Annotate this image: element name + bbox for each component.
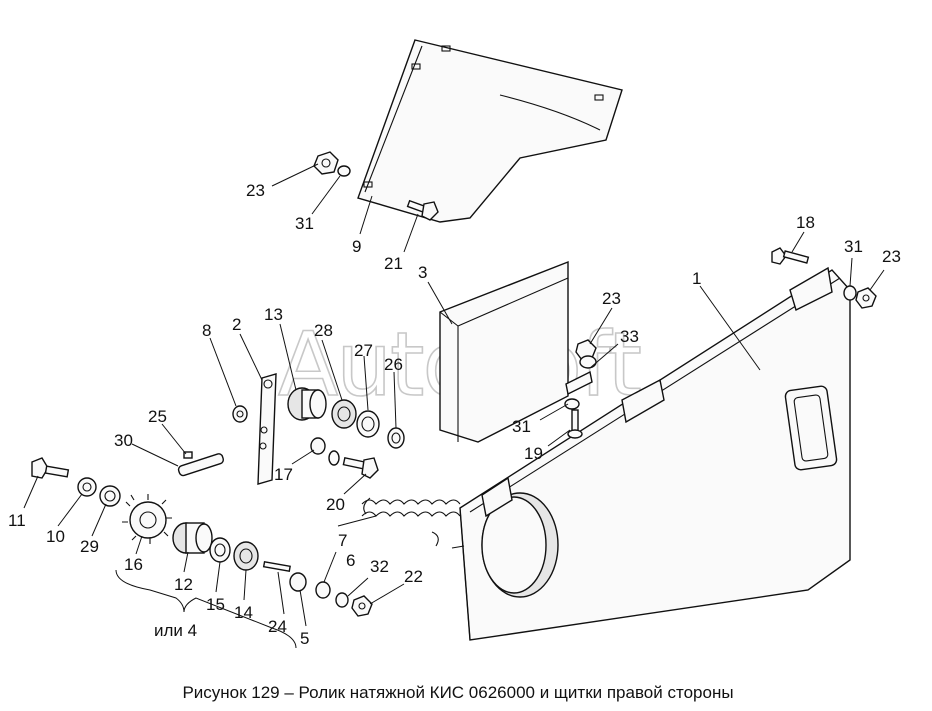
bearing-28 xyxy=(331,399,357,429)
callout-14: 14 xyxy=(234,603,253,622)
leader-lines xyxy=(23,163,885,627)
callout-7: 7 xyxy=(338,531,347,550)
callout-3: 3 xyxy=(418,263,427,282)
callout-19: 19 xyxy=(524,444,543,463)
bracket-plate-part xyxy=(439,260,569,443)
hub-12 xyxy=(172,522,213,554)
callout-9: 9 xyxy=(352,237,361,256)
washer-31-middle xyxy=(564,398,580,410)
callout-labels: 23 31 9 21 3 1 18 31 23 23 33 31 19 8 2 … xyxy=(8,181,901,648)
callout-15: 15 xyxy=(206,595,225,614)
callout-23-middle: 23 xyxy=(602,289,621,308)
callout-20: 20 xyxy=(326,495,345,514)
washer-6 xyxy=(315,581,331,599)
callout-11: 11 xyxy=(8,511,26,530)
bolt-19 xyxy=(567,409,583,439)
group-brace xyxy=(115,569,297,649)
callout-24: 24 xyxy=(268,617,287,636)
nut-22 xyxy=(351,595,373,617)
bolt-20 xyxy=(328,450,379,479)
lever-2 xyxy=(257,373,277,485)
callout-26: 26 xyxy=(384,355,403,374)
bolt-11 xyxy=(31,457,70,479)
callout-29: 29 xyxy=(80,537,99,556)
callout-32: 32 xyxy=(370,557,389,576)
callout-28: 28 xyxy=(314,321,333,340)
callout-6: 6 xyxy=(346,551,355,570)
callout-2: 2 xyxy=(232,315,241,334)
callout-12: 12 xyxy=(174,575,193,594)
bearing-14 xyxy=(233,541,259,571)
chain-30 xyxy=(177,453,225,477)
upper-shield-part xyxy=(357,39,623,223)
callout-31-right: 31 xyxy=(844,237,863,256)
callout-1: 1 xyxy=(692,269,701,288)
callout-10: 10 xyxy=(46,527,65,546)
ring-29 xyxy=(99,485,121,507)
spring-7 xyxy=(361,497,461,547)
washer-10 xyxy=(77,477,97,497)
sprocket-16 xyxy=(122,494,172,544)
ring-15 xyxy=(209,537,231,563)
nut-23-top xyxy=(313,151,339,175)
callout-22: 22 xyxy=(404,567,423,586)
callout-31-top: 31 xyxy=(295,214,314,233)
link-33 xyxy=(565,370,593,396)
washer-32 xyxy=(335,592,349,608)
callout-23-right: 23 xyxy=(882,247,901,266)
callout-30: 30 xyxy=(114,431,133,450)
bolt-21 xyxy=(406,199,439,221)
shaft-13 xyxy=(287,387,327,421)
nut-23-middle xyxy=(575,339,597,369)
or-note: или 4 xyxy=(154,621,197,640)
callout-16: 16 xyxy=(124,555,143,574)
callout-31-middle: 31 xyxy=(512,417,531,436)
callout-25: 25 xyxy=(148,407,167,426)
figure-caption: Рисунок 129 – Ролик натяжной КИС 0626000… xyxy=(182,683,733,702)
washer-31-top xyxy=(337,165,351,177)
callout-33: 33 xyxy=(620,327,639,346)
washer-17 xyxy=(310,437,326,455)
callout-8: 8 xyxy=(202,321,211,340)
plate-25 xyxy=(183,451,193,459)
callout-27: 27 xyxy=(354,341,373,360)
washer-5 xyxy=(289,572,307,592)
nut-23-right xyxy=(855,287,877,309)
side-shield-part xyxy=(451,266,851,641)
callout-18: 18 xyxy=(796,213,815,232)
callout-23-top: 23 xyxy=(246,181,265,200)
ring-27 xyxy=(356,410,380,438)
washer-8 xyxy=(232,405,248,423)
ring-26 xyxy=(387,427,405,449)
washer-31-right xyxy=(843,285,857,301)
axle-24 xyxy=(262,560,291,573)
callout-21: 21 xyxy=(384,254,403,273)
bolt-18 xyxy=(771,247,810,265)
callout-5: 5 xyxy=(300,629,309,648)
callout-13: 13 xyxy=(264,305,283,324)
callout-17: 17 xyxy=(274,465,293,484)
